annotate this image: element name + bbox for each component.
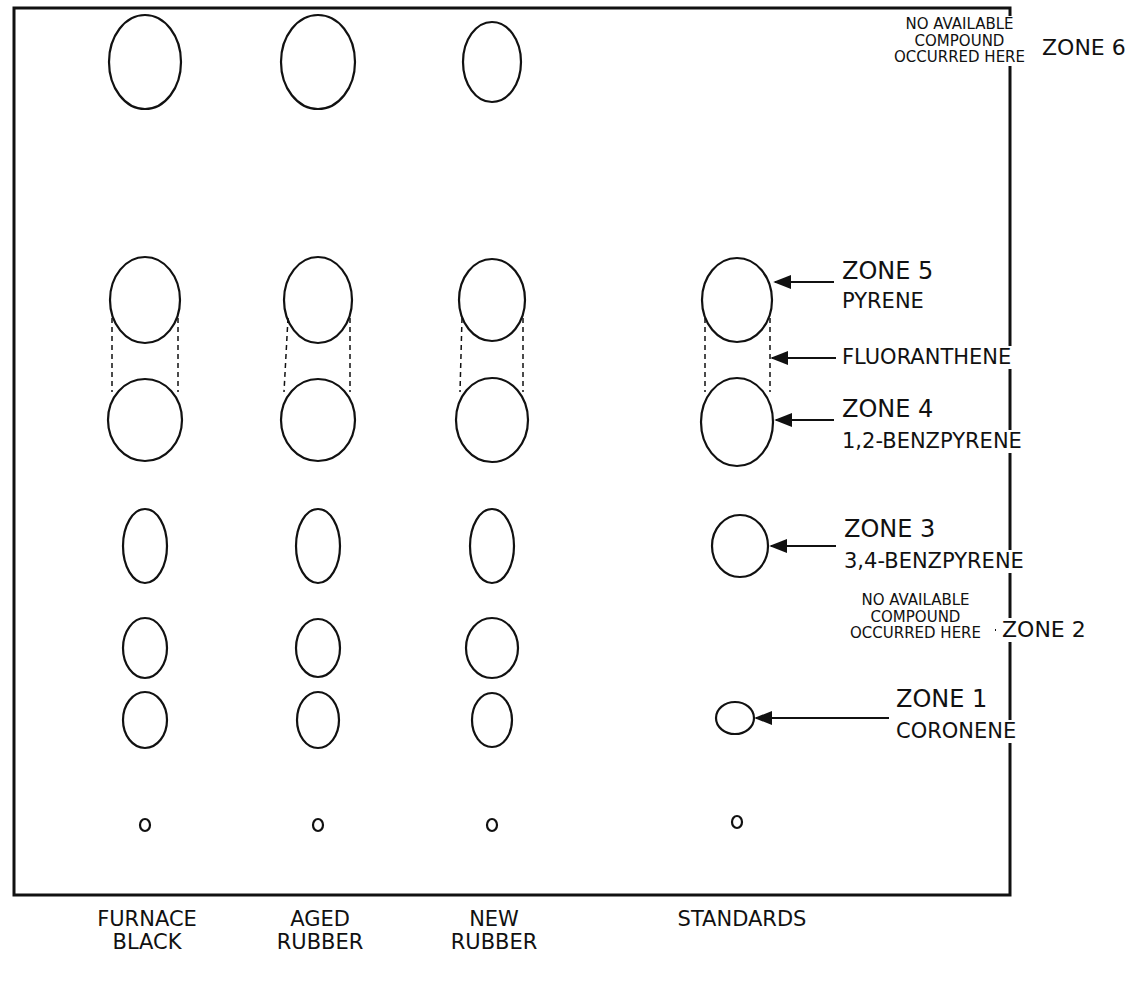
spots	[108, 15, 773, 831]
column-label: NEW RUBBER	[427, 908, 561, 954]
zone-label: ZONE 4	[840, 396, 935, 422]
zone-label: ZONE 1	[894, 686, 989, 712]
zone-label: ZONE 5	[840, 258, 935, 284]
compound-name: CORONENE	[894, 720, 1018, 743]
compound-name: 1,2-BENZPYRENE	[840, 430, 1024, 453]
column-label: FURNACE BLACK	[80, 908, 214, 954]
compound-name: 3,4-BENZPYRENE	[842, 550, 1026, 573]
column-label: AGED RUBBER	[253, 908, 387, 954]
zone-label: ZONE 2	[1000, 618, 1088, 642]
compound-name: FLUORANTHENE	[840, 346, 1013, 369]
leader-arrows	[756, 48, 1037, 718]
note-text: NO AVAILABLE COMPOUND OCCURRED HERE	[880, 16, 1039, 66]
zone-label: ZONE 6	[1040, 36, 1128, 60]
column-label: STANDARDS	[655, 908, 829, 931]
dashed-band	[112, 318, 770, 392]
note-text: NO AVAILABLE COMPOUND OCCURRED HERE	[836, 592, 995, 642]
zone-label: ZONE 3	[842, 516, 937, 542]
compound-name: PYRENE	[840, 290, 926, 313]
